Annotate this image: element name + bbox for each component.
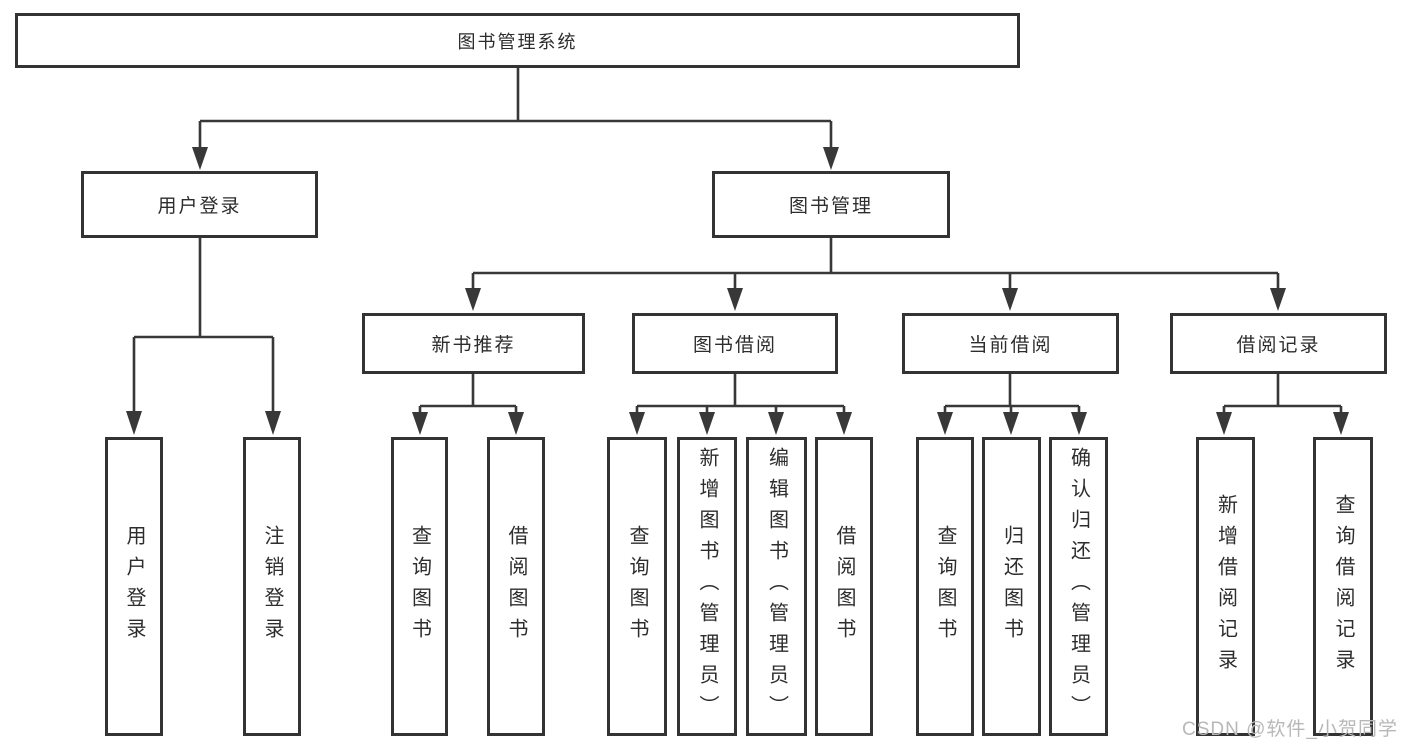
leaf-logout: 注销登录 xyxy=(243,437,301,736)
watermark: CSDN @软件_小贺同学 xyxy=(1182,719,1398,740)
leaf-edit-books-admin-label: 编辑图书（管理员） xyxy=(765,447,788,726)
node-book-borrowing: 图书借阅 xyxy=(632,313,838,374)
connector-user-login-to-leaves xyxy=(126,238,281,435)
node-borrowing-records: 借阅记录 xyxy=(1170,313,1387,374)
leaf-user-login: 用户登录 xyxy=(105,437,163,736)
node-current-borrowing: 当前借阅 xyxy=(902,313,1119,374)
leaf-query-borrow-record-label: 查询借阅记录 xyxy=(1332,493,1354,680)
leaf-add-books-admin-label: 新增图书（管理员） xyxy=(696,447,718,726)
leaf-edit-books-admin: 编辑图书（管理员） xyxy=(746,437,807,736)
node-current-borrowing-label: 当前借阅 xyxy=(968,335,1053,356)
leaf-confirm-return-admin-label: 确认归还（管理员） xyxy=(1067,447,1090,726)
leaf-confirm-return-admin: 确认归还（管理员） xyxy=(1049,437,1108,736)
leaf-query-books-current-label: 查询图书 xyxy=(934,524,956,649)
node-user-login-label: 用户登录 xyxy=(157,196,242,217)
leaf-borrow-books-recommend: 借阅图书 xyxy=(487,437,545,736)
leaf-return-books: 归还图书 xyxy=(982,437,1041,736)
node-library-management-system: 图书管理系统 xyxy=(15,13,1020,68)
connector-current-borrowing-to-leaves xyxy=(937,374,1087,435)
connector-new-book-to-leaves xyxy=(412,374,524,435)
leaf-user-login-label: 用户登录 xyxy=(123,524,145,649)
leaf-borrow-books-borrowing: 借阅图书 xyxy=(815,437,873,736)
leaf-query-books-recommend: 查询图书 xyxy=(391,437,448,736)
leaf-logout-label: 注销登录 xyxy=(261,524,283,649)
leaf-add-books-admin: 新增图书（管理员） xyxy=(677,437,737,736)
leaf-return-books-label: 归还图书 xyxy=(1000,524,1023,649)
leaf-query-books-borrowing: 查询图书 xyxy=(607,437,667,736)
leaf-borrow-books-recommend-label: 借阅图书 xyxy=(505,524,527,649)
leaf-query-books-recommend-label: 查询图书 xyxy=(408,524,431,649)
leaf-query-books-borrowing-label: 查询图书 xyxy=(626,524,648,649)
node-book-borrowing-label: 图书借阅 xyxy=(692,335,777,356)
connector-borrow-records-to-leaves xyxy=(1216,374,1349,435)
leaf-query-borrow-record: 查询借阅记录 xyxy=(1313,437,1373,736)
leaf-add-borrow-record-label: 新增借阅记录 xyxy=(1214,493,1237,680)
node-book-management: 图书管理 xyxy=(712,171,950,238)
node-borrowing-records-label: 借阅记录 xyxy=(1236,335,1321,356)
leaf-query-books-current: 查询图书 xyxy=(916,437,974,736)
node-library-management-system-label: 图书管理系统 xyxy=(457,31,578,52)
node-user-login: 用户登录 xyxy=(81,171,318,238)
connector-root-to-level1 xyxy=(192,68,839,170)
node-new-book-recommendation: 新书推荐 xyxy=(362,313,585,374)
connector-book-borrowing-to-leaves xyxy=(629,374,852,435)
connector-book-management-to-level2 xyxy=(465,238,1286,311)
leaf-add-borrow-record: 新增借阅记录 xyxy=(1196,437,1255,736)
node-new-book-recommendation-label: 新书推荐 xyxy=(431,335,516,356)
leaf-borrow-books-borrowing-label: 借阅图书 xyxy=(833,524,855,649)
node-book-management-label: 图书管理 xyxy=(788,196,873,217)
